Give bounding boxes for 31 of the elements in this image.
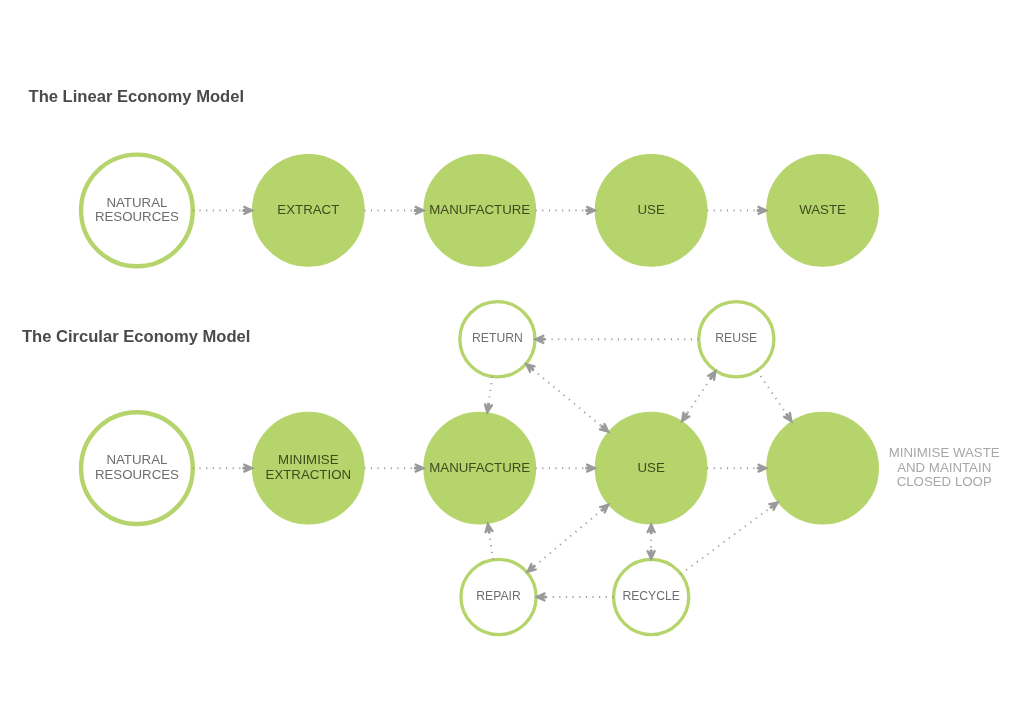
arrow [363, 463, 425, 474]
node-circle: MANUFACTURE [423, 154, 537, 267]
node-circle: NATURAL RESOURCES [78, 410, 195, 527]
arrow [526, 503, 610, 573]
node-circle: EXTRACT [251, 154, 365, 267]
arrow [706, 463, 768, 474]
arrow [680, 370, 717, 423]
arrow [646, 523, 657, 561]
arrow [363, 205, 425, 216]
arrow [755, 369, 793, 423]
arrow [535, 592, 615, 602]
node-label: MINIMISE WASTE AND MAINTAIN CLOSED LOOP [888, 445, 1000, 489]
arrow [191, 205, 254, 216]
arrow [483, 375, 494, 414]
node-circle: NATURAL RESOURCES [78, 152, 195, 269]
node-circle: MANUFACTURE [423, 411, 537, 525]
arrow [534, 334, 700, 345]
node-circle: USE [594, 154, 708, 267]
arrow [484, 522, 495, 561]
arrow [706, 205, 768, 216]
node-circle: RECYCLE [611, 557, 691, 637]
node-circle: WASTE [766, 154, 879, 267]
node-circle: MINIMISE EXTRACTION [251, 411, 365, 525]
node-circle: REUSE [697, 300, 776, 379]
arrow [534, 463, 597, 474]
label: The Circular Economy Model [21, 327, 251, 347]
arrow [525, 362, 610, 433]
arrow [534, 205, 597, 216]
arrow [679, 501, 779, 575]
label: The Linear Economy Model [28, 87, 245, 107]
arrow [191, 463, 254, 474]
